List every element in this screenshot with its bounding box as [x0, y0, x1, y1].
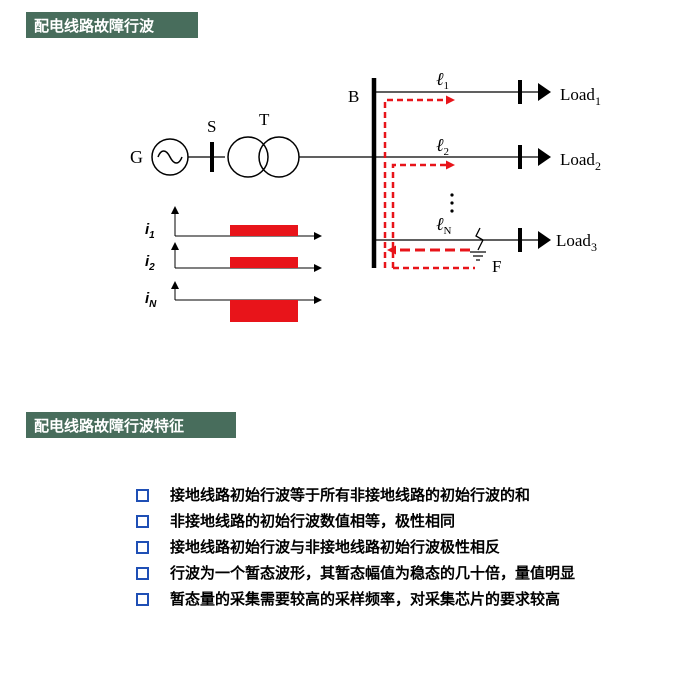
section-title-text: 配电线路故障行波特征	[34, 416, 185, 435]
load-arrow-3	[538, 231, 551, 249]
page-title-text: 配电线路故障行波	[34, 16, 155, 35]
bus-b-label: B	[348, 87, 359, 106]
current-label-n: iN	[145, 290, 157, 310]
fault-label: F	[492, 257, 501, 276]
load-arrow-1	[538, 83, 551, 101]
feature-item: 非接地线路的初始行波数值相等，极性相同	[132, 511, 652, 531]
feature-item: 接地线路初始行波等于所有非接地线路的初始行波的和	[132, 485, 652, 505]
feature-item: 暂态量的采集需要较高的采样频率，对采集芯片的要求较高	[132, 589, 652, 609]
bus-s-label: S	[207, 117, 216, 136]
feature-item: 接地线路初始行波与非接地线路初始行波极性相反	[132, 537, 652, 557]
more-lines-ellipsis	[450, 193, 454, 213]
traveling-wave-paths	[383, 95, 475, 270]
transformer-label: T	[259, 110, 270, 129]
generator-symbol	[151, 138, 189, 176]
transformer-symbol	[227, 136, 300, 178]
current-pulse-1	[230, 225, 298, 236]
line-label-n: ℓN	[436, 214, 452, 237]
page-title: 配电线路故障行波	[26, 12, 198, 38]
load-label-2: Load2	[560, 150, 601, 173]
fault-symbol	[470, 227, 486, 261]
square-bullet-icon	[136, 541, 149, 554]
feature-list: 接地线路初始行波等于所有非接地线路的初始行波的和 非接地线路的初始行波数值相等，…	[132, 485, 652, 615]
square-bullet-icon	[136, 593, 149, 606]
load-label-1: Load1	[560, 85, 601, 108]
line-label-2: ℓ2	[436, 135, 449, 158]
wave-path-line-1	[383, 95, 455, 268]
load-arrow-2	[538, 148, 551, 166]
square-bullet-icon	[136, 515, 149, 528]
line-label-1: ℓ1	[436, 69, 449, 92]
wave-path-line-2	[391, 160, 455, 268]
section-title: 配电线路故障行波特征	[26, 412, 236, 438]
feature-item: 行波为一个暂态波形，其暂态幅值为稳态的几十倍，量值明显	[132, 563, 652, 583]
generator-label: G	[130, 147, 143, 167]
current-label-1: i1	[145, 221, 155, 241]
square-bullet-icon	[136, 489, 149, 502]
current-label-2: i2	[145, 253, 155, 273]
square-bullet-icon	[136, 567, 149, 580]
current-pulse-n	[230, 300, 298, 322]
current-waveforms: i1 i2 iN	[145, 206, 322, 322]
fault-traveling-wave-diagram: G S T B Load1 Load2 Load3 ℓ1 ℓ2 ℓN	[130, 69, 601, 322]
current-pulse-2	[230, 257, 298, 268]
load-label-3: Load3	[556, 231, 597, 254]
